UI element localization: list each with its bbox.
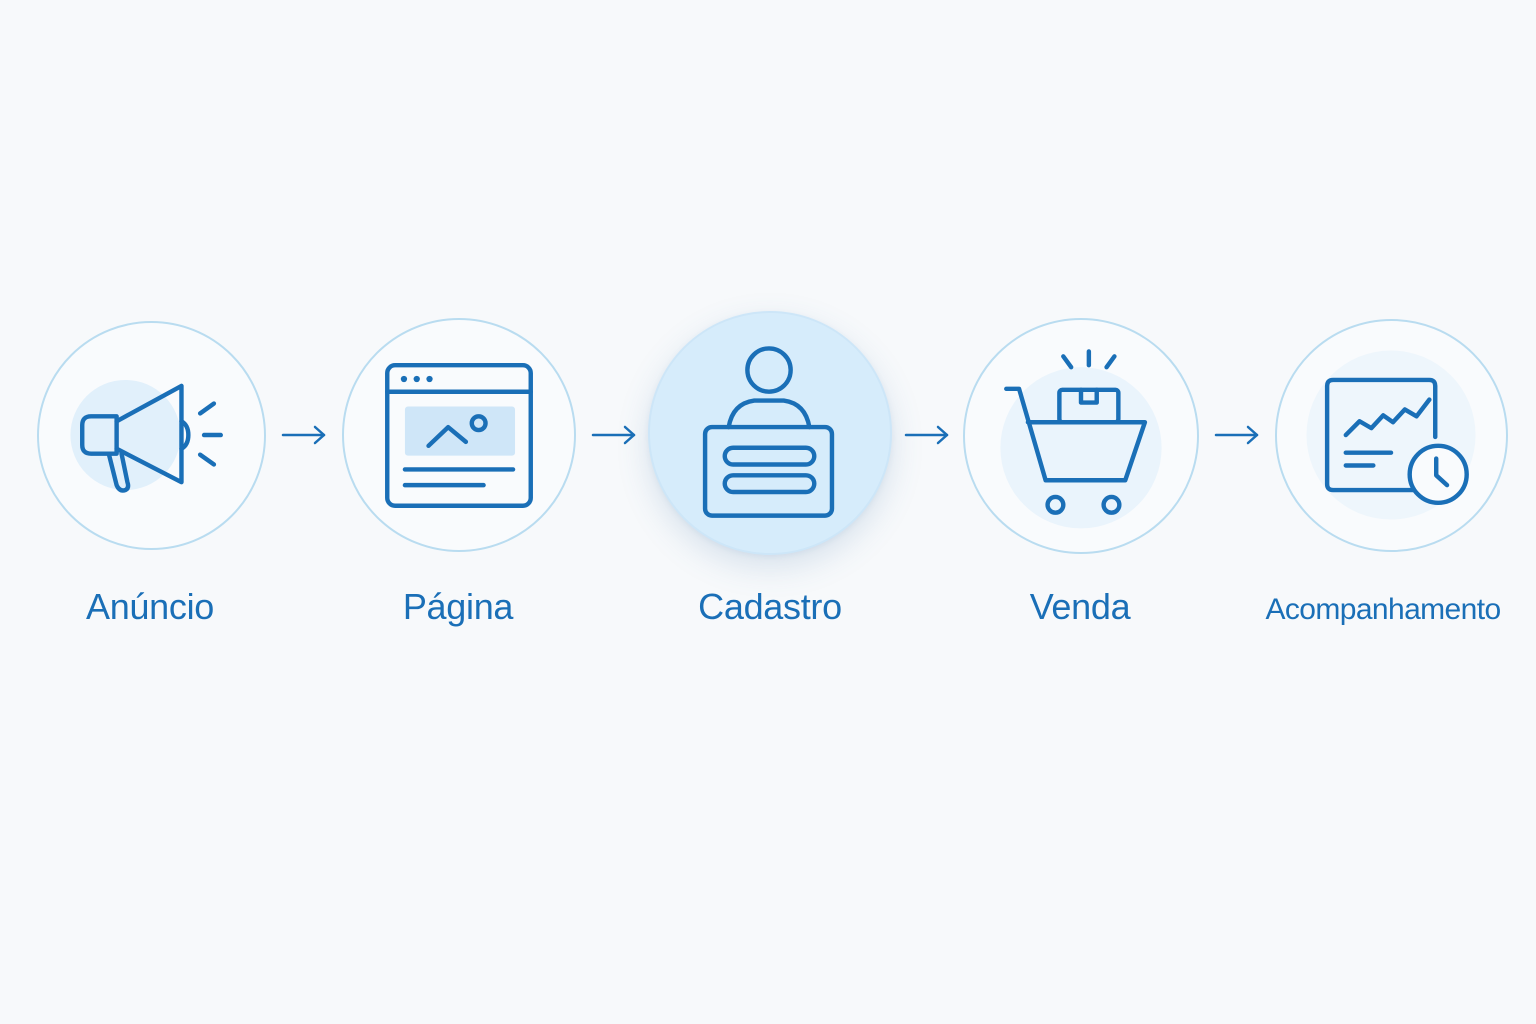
step-label-cadastro: Cadastro — [698, 586, 842, 627]
step-pagina — [342, 318, 576, 552]
shopping-cart-icon — [1000, 349, 1162, 529]
step-anuncio — [37, 321, 266, 550]
step-cadastro — [648, 311, 892, 555]
web-page-icon — [385, 363, 533, 508]
registration-form-icon — [702, 346, 835, 518]
step-acompanhamento — [1275, 319, 1508, 552]
right-arrow-icon — [903, 424, 951, 446]
analytics-clock-icon — [1306, 350, 1476, 520]
right-arrow-icon — [1213, 424, 1261, 446]
megaphone-icon — [70, 379, 223, 493]
step-label-anuncio: Anúncio — [86, 586, 214, 627]
step-label-venda: Venda — [1029, 586, 1131, 627]
right-arrow-icon — [280, 424, 328, 446]
step-label-acompanhamento: Acompanhamento — [1265, 593, 1501, 626]
right-arrow-icon — [590, 424, 638, 446]
step-venda — [963, 318, 1199, 554]
step-label-pagina: Página — [402, 586, 514, 627]
